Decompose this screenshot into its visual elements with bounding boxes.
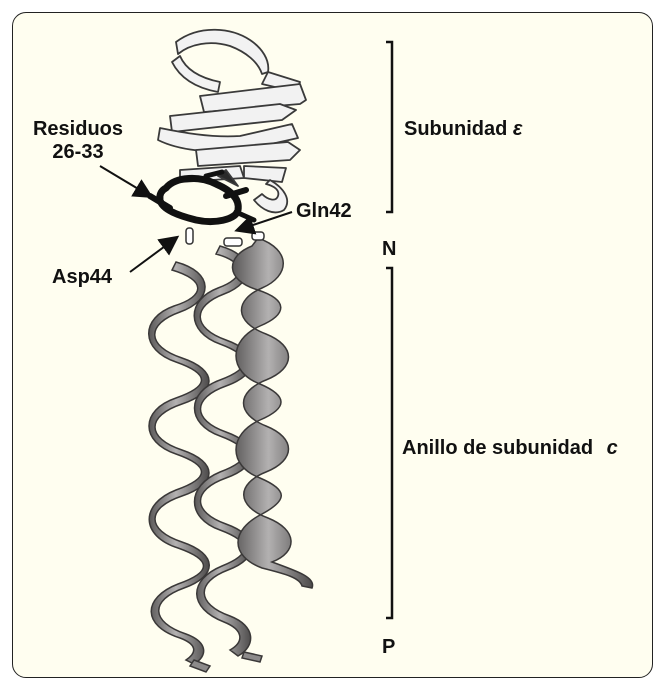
loop-residues-26-33 (150, 172, 254, 222)
label-epsilon-symbol: ε (513, 118, 523, 140)
label-c-symbol: c (607, 437, 618, 459)
label-residuos-line1: Residuos (16, 118, 140, 141)
brackets (386, 42, 392, 618)
arrow-residuos (100, 166, 150, 196)
label-subunidad-epsilon: Subunidad ε (404, 118, 522, 141)
bracket-epsilon (386, 42, 392, 212)
epsilon-subunit-sheets (158, 30, 306, 213)
label-residuos-line2: 26-33 (16, 141, 140, 164)
c-subunit-helices (149, 238, 313, 672)
label-subunidad-text: Subunidad (404, 118, 507, 140)
label-p-terminus: P (382, 636, 395, 659)
label-anillo-text: Anillo de subunidad (402, 437, 593, 459)
label-gln42: Gln42 (296, 200, 352, 223)
bracket-c-ring (386, 268, 392, 618)
label-n-terminus: N (382, 238, 396, 261)
interface-residues (186, 228, 264, 246)
label-anillo-subunidad-c: Anillo de subunidad c (402, 437, 618, 460)
helix-right (232, 238, 312, 588)
label-asp44: Asp44 (52, 266, 112, 289)
arrow-asp44 (130, 238, 176, 272)
label-residuos-26-33: Residuos 26-33 (16, 118, 140, 164)
